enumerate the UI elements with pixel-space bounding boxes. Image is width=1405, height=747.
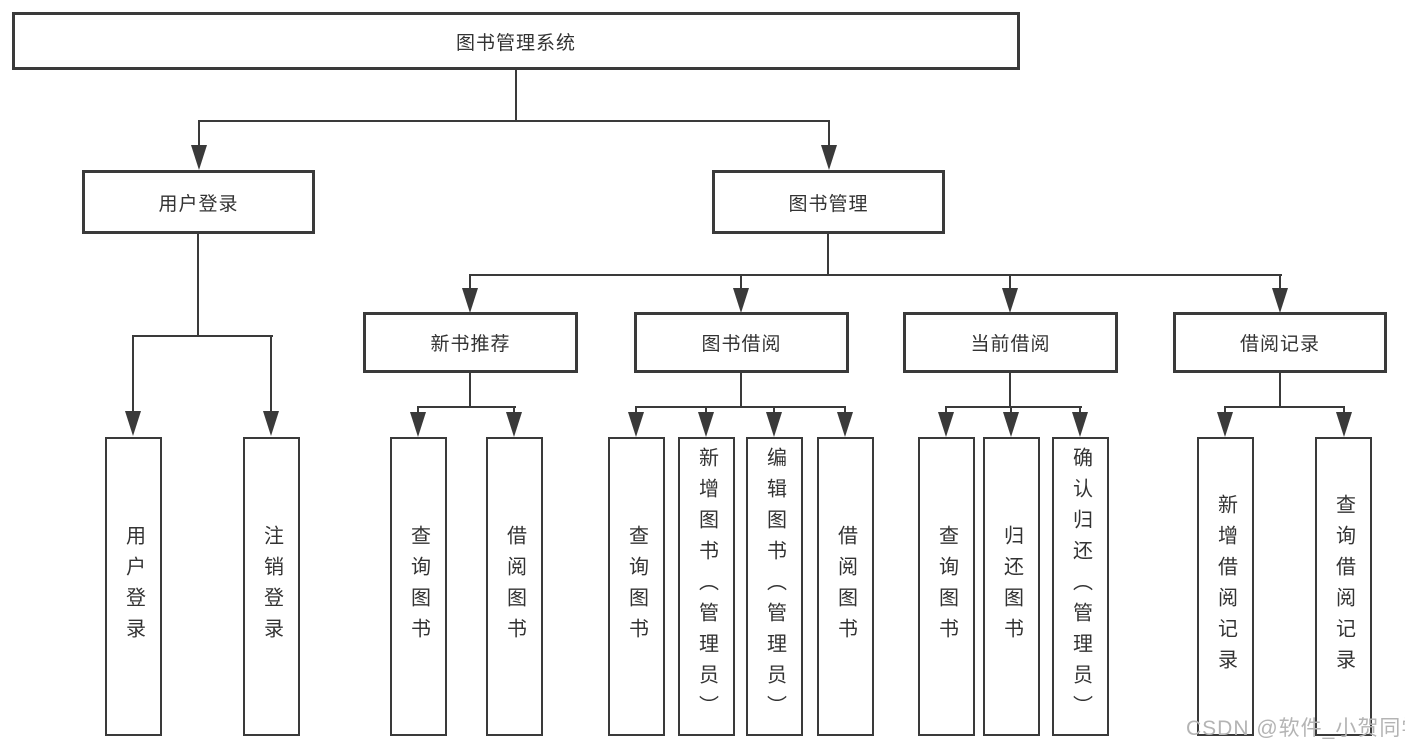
arrowhead-current-borrowing: [1002, 288, 1018, 313]
leaf-borrow-books-1: 借阅图书: [486, 437, 543, 736]
connector-drop-book-management: [828, 120, 830, 146]
connector-drop: [513, 406, 515, 413]
connector-book-borrowing-branch: [635, 406, 846, 408]
leaf-add-books-admin: 新增图书（管理员）: [678, 437, 735, 736]
leaf-add-borrow-record: 新增借阅记录: [1197, 437, 1254, 736]
connector-drop-borrow-records: [1279, 274, 1281, 290]
node-new-book-recommend: 新书推荐: [363, 312, 578, 373]
node-user-login: 用户登录: [82, 170, 315, 234]
connector-user-login-branch: [132, 335, 273, 337]
arrowhead-leaf-add-borrow-record: [1217, 412, 1233, 437]
leaf-query-books-1: 查询图书: [390, 437, 447, 736]
leaf-label: 新增图书（管理员）: [695, 447, 718, 726]
leaf-label: 借阅图书: [834, 524, 857, 649]
node-book-borrowing: 图书借阅: [634, 312, 849, 373]
node-label: 用户登录: [158, 193, 239, 215]
arrowhead-leaf-query-books-2: [628, 412, 644, 437]
leaf-query-books-3: 查询图书: [918, 437, 975, 736]
connector-borrow-records-stem: [1279, 373, 1281, 406]
leaf-query-borrow-record: 查询借阅记录: [1315, 437, 1372, 736]
node-book-management: 图书管理: [712, 170, 945, 234]
connector-drop: [945, 406, 947, 413]
leaf-borrow-books-2: 借阅图书: [817, 437, 874, 736]
arrowhead-leaf-query-books-3: [938, 412, 954, 437]
node-label: 图书管理: [788, 193, 869, 215]
leaf-label: 确认归还（管理员）: [1069, 447, 1092, 726]
connector-drop-new-book-recommend: [469, 274, 471, 290]
connector-new-book-recommend-branch: [417, 406, 516, 408]
leaf-label: 查询图书: [625, 524, 648, 649]
connector-drop-book-borrowing: [740, 274, 742, 290]
arrowhead-leaf-logout: [263, 411, 279, 436]
leaf-return-books: 归还图书: [983, 437, 1040, 736]
arrowhead-new-book-recommend: [462, 288, 478, 313]
arrowhead-leaf-query-books-1: [410, 412, 426, 437]
node-label: 图书借阅: [701, 334, 782, 355]
connector-drop: [705, 406, 707, 413]
leaf-confirm-return-admin: 确认归还（管理员）: [1052, 437, 1109, 736]
connector-new-book-recommend-stem: [469, 373, 471, 406]
leaf-logout: 注销登录: [243, 437, 300, 736]
connector-drop-user-login: [198, 120, 200, 146]
arrowhead-book-borrowing: [733, 288, 749, 313]
watermark: CSDN @软件_小贺同学: [1186, 717, 1405, 740]
connector-drop-current-borrowing: [1009, 274, 1011, 290]
connector-drop: [844, 406, 846, 413]
node-label: 借阅记录: [1239, 334, 1320, 355]
connector-drop: [1224, 406, 1226, 413]
leaf-label: 用户登录: [122, 524, 145, 649]
connector-drop: [1079, 406, 1081, 413]
node-label: 新书推荐: [430, 334, 511, 355]
arrowhead-leaf-borrow-books-1: [506, 412, 522, 437]
leaf-label: 归还图书: [1000, 524, 1023, 649]
arrowhead-leaf-edit-books: [766, 412, 782, 437]
arrowhead-book-management: [821, 145, 837, 170]
connector-book-management-stem: [827, 234, 829, 274]
leaf-label: 借阅图书: [503, 524, 526, 649]
leaf-user-login: 用户登录: [105, 437, 162, 736]
arrowhead-leaf-add-books: [698, 412, 714, 437]
connector-drop: [635, 406, 637, 413]
arrowhead-leaf-query-borrow-record: [1336, 412, 1352, 437]
connector-drop: [1343, 406, 1345, 413]
arrowhead-leaf-user-login: [125, 411, 141, 436]
connector-book-borrowing-stem: [740, 373, 742, 406]
node-current-borrowing: 当前借阅: [903, 312, 1118, 373]
leaf-label: 查询图书: [407, 524, 430, 649]
arrowhead-leaf-confirm-return: [1072, 412, 1088, 437]
arrowhead-leaf-return-books: [1003, 412, 1019, 437]
connector-drop: [773, 406, 775, 413]
leaf-label: 注销登录: [260, 524, 283, 649]
connector-root-stem: [515, 70, 517, 120]
node-label: 当前借阅: [970, 334, 1051, 355]
leaf-label: 查询借阅记录: [1332, 493, 1355, 680]
node-borrow-records: 借阅记录: [1173, 312, 1387, 373]
connector-current-borrowing-stem: [1009, 373, 1011, 406]
node-label: 图书管理系统: [455, 32, 576, 54]
arrowhead-user-login: [191, 145, 207, 170]
connector-drop: [417, 406, 419, 413]
connector-root-branch: [198, 120, 830, 122]
leaf-label: 新增借阅记录: [1214, 493, 1237, 680]
connector-current-borrowing-branch: [945, 406, 1082, 408]
connector-user-login-stem: [197, 234, 199, 335]
leaf-query-books-2: 查询图书: [608, 437, 665, 736]
arrowhead-borrow-records: [1272, 288, 1288, 313]
connector-drop-leaf-logout: [270, 335, 272, 412]
leaf-label: 编辑图书（管理员）: [763, 447, 786, 726]
leaf-label: 查询图书: [935, 524, 958, 649]
connector-book-management-branch: [469, 274, 1282, 276]
connector-drop: [1010, 406, 1012, 413]
node-library-management-system: 图书管理系统: [12, 12, 1020, 70]
connector-borrow-records-branch: [1224, 406, 1345, 408]
connector-drop-leaf-user-login: [132, 335, 134, 412]
arrowhead-leaf-borrow-books-2: [837, 412, 853, 437]
leaf-edit-books-admin: 编辑图书（管理员）: [746, 437, 803, 736]
